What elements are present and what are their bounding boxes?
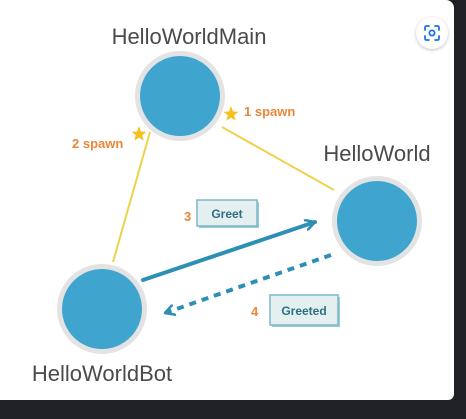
spawn-line-main-to-bot <box>112 131 151 263</box>
greet-arrow <box>141 222 317 282</box>
node-hello-world <box>332 176 422 266</box>
spawn-label-2: 2 spawn <box>72 136 123 151</box>
image-canvas: HelloWorldMain HelloWorld HelloWorldBot … <box>0 0 454 400</box>
node-label-hello-world-main: HelloWorldMain <box>112 24 267 49</box>
actor-diagram: HelloWorldMain HelloWorld HelloWorldBot … <box>32 24 431 386</box>
node-label-hello-world: HelloWorld <box>323 141 430 166</box>
node-hello-world-bot <box>57 264 147 354</box>
greeted-message-box: Greeted <box>269 294 340 327</box>
greeted-message-label: Greeted <box>281 304 326 318</box>
node-hello-world-main <box>135 51 225 141</box>
greet-message-box: Greet <box>196 199 259 228</box>
google-lens-button[interactable] <box>416 17 448 49</box>
greet-message-label: Greet <box>211 207 242 221</box>
spawn-star-icon <box>131 126 147 141</box>
spawn-line-main-to-world <box>221 126 335 191</box>
spawn-label-1: 1 spawn <box>244 104 295 119</box>
spawn-star-icon <box>223 106 239 121</box>
message-number-3: 3 <box>184 209 191 224</box>
node-label-hello-world-bot: HelloWorldBot <box>32 361 172 386</box>
google-lens-icon <box>424 25 440 41</box>
message-number-4: 4 <box>251 304 259 319</box>
greeted-arrow <box>165 253 332 313</box>
